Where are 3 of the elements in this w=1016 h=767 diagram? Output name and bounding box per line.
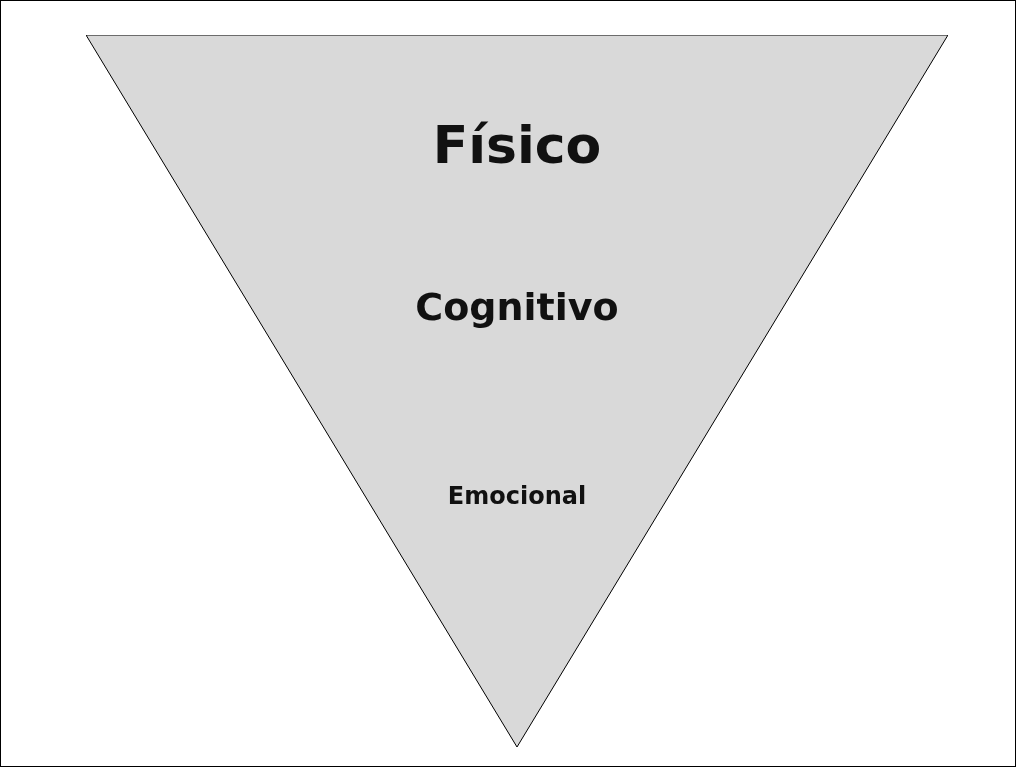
level-label: Emocional — [446, 482, 588, 510]
level-label: Cognitivo — [414, 285, 620, 329]
level-label: Físico — [431, 115, 603, 175]
